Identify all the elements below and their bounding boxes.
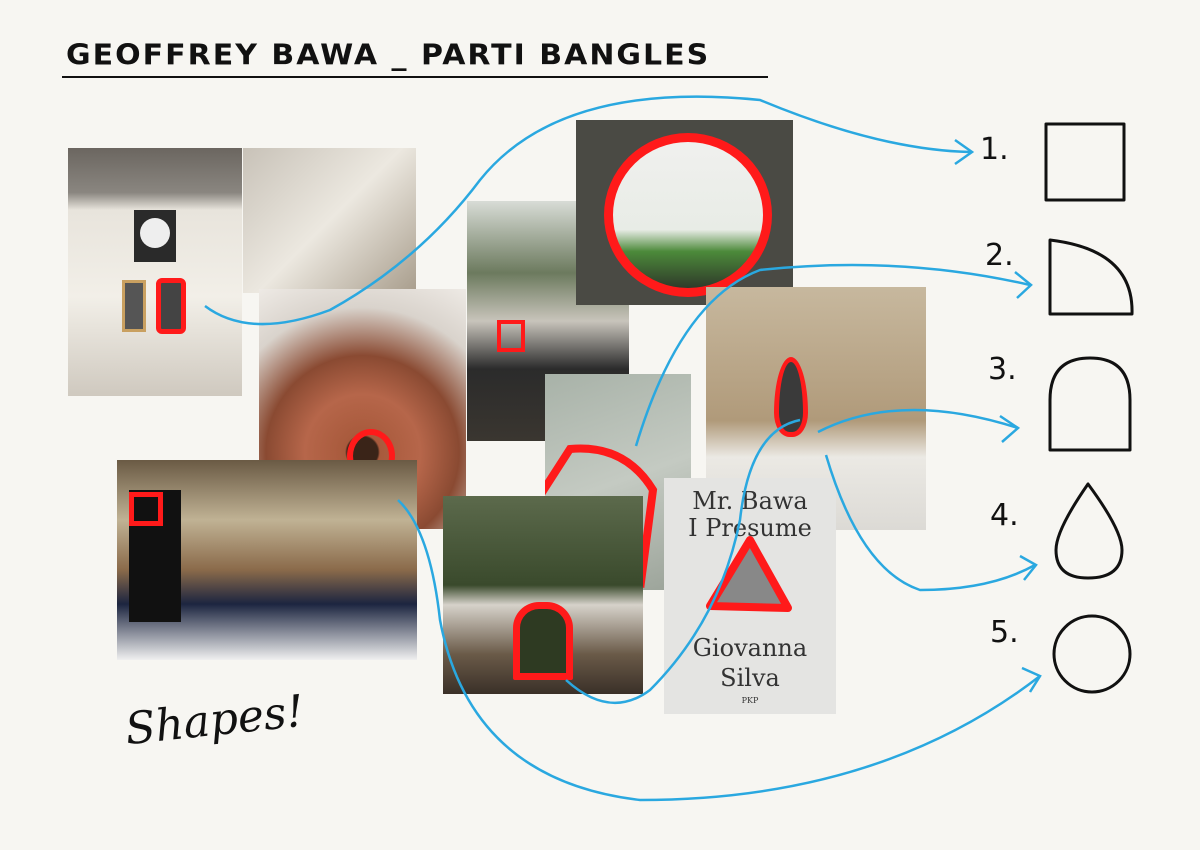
book-author-line2: Silva (720, 664, 780, 692)
photo-clock-corridor (68, 148, 242, 396)
photo-framed-corridor (576, 120, 793, 305)
arrow-to-5 (397, 499, 1041, 802)
legend-number-4: 4. (990, 498, 1019, 533)
book-publisher: PKP (741, 696, 759, 705)
legend-number-1: 1. (980, 132, 1009, 167)
page-title: GEOFFREY BAWA _ PARTI BANGLES (66, 38, 711, 73)
highlight-triangle (706, 536, 792, 612)
arrow-courtyard (565, 418, 801, 705)
legend-number-3: 3. (988, 352, 1017, 387)
legend-shape-circle (1052, 614, 1132, 694)
legend-shape-arch (1048, 356, 1132, 452)
legend-number-2: 2. (985, 238, 1014, 273)
legend-shape-square (1044, 122, 1126, 202)
legend-shape-teardrop (1054, 482, 1124, 580)
arrow-to-3 (817, 408, 1019, 434)
arrow-to-2 (634, 263, 1031, 447)
title-underline (62, 76, 768, 78)
arrow-to-4 (824, 454, 1036, 592)
photo-arched-courtyard (443, 496, 643, 694)
photo-staircase-hall (243, 148, 416, 293)
arrow-to-1 (204, 95, 971, 326)
book-title-line1: Mr. Bawa (692, 487, 808, 515)
legend-shape-quarter-round (1048, 238, 1134, 316)
photo-bedroom (117, 460, 417, 660)
highlight-stair-outline (545, 444, 658, 589)
book-author-line1: Giovanna (692, 634, 808, 662)
legend-number-5: 5. (990, 615, 1019, 650)
